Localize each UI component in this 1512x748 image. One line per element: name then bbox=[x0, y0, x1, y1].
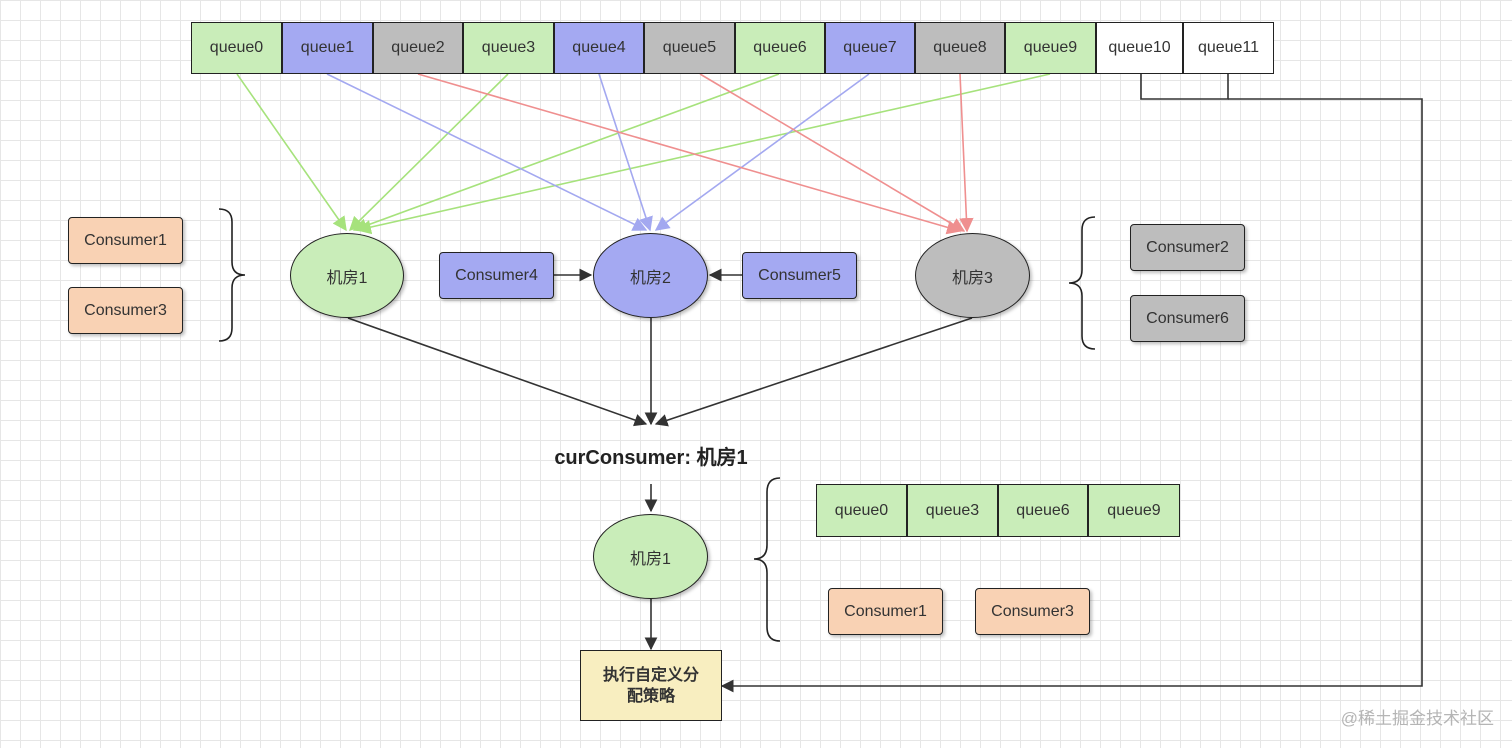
arrow-queue7-room2 bbox=[654, 73, 870, 231]
braces bbox=[218, 208, 1096, 642]
selected-room-node: 机房1 bbox=[593, 514, 708, 599]
selected-queue-1: queue3 bbox=[907, 484, 998, 537]
queue-cell-6: queue6 bbox=[735, 22, 825, 74]
consumer1-box: Consumer1 bbox=[68, 217, 183, 264]
brace-allocation bbox=[753, 477, 781, 642]
selected-queue-2: queue6 bbox=[998, 484, 1088, 537]
flow-arrows bbox=[347, 268, 973, 651]
arrow-queue9-room1 bbox=[356, 73, 1051, 235]
queue-cell-5: queue5 bbox=[644, 22, 735, 74]
room1-node: 机房1 bbox=[290, 233, 404, 318]
unassigned-queues-connector bbox=[720, 74, 1423, 693]
arrow-queue8-room3 bbox=[959, 73, 974, 233]
consumer3-box: Consumer3 bbox=[68, 287, 183, 334]
queue-cell-3: queue3 bbox=[463, 22, 554, 74]
watermark: @稀土掘金技术社区 bbox=[1340, 709, 1494, 728]
room3-node: 机房3 bbox=[915, 233, 1030, 318]
arrow-queue3-room1 bbox=[348, 73, 509, 232]
queue-cell-11: queue11 bbox=[1183, 22, 1274, 74]
green-queue-arrows bbox=[236, 73, 1051, 235]
custom-strategy-box: 执行自定义分 配策略 bbox=[580, 650, 722, 721]
queue-cell-1: queue1 bbox=[282, 22, 373, 74]
blue-queue-arrows bbox=[326, 73, 870, 232]
arrow-room3-cur bbox=[654, 317, 973, 427]
consumer6-box: Consumer6 bbox=[1130, 295, 1245, 342]
queue-cell-2: queue2 bbox=[373, 22, 463, 74]
consumer4-box: Consumer4 bbox=[439, 252, 554, 299]
queue-cell-8: queue8 bbox=[915, 22, 1005, 74]
queue-cell-4: queue4 bbox=[554, 22, 644, 74]
consumer2-box: Consumer2 bbox=[1130, 224, 1245, 271]
queue-cell-9: queue9 bbox=[1005, 22, 1096, 74]
arrow-room1-cur bbox=[347, 317, 648, 427]
room2-node: 机房2 bbox=[593, 233, 708, 318]
arrow-queue6-room1 bbox=[352, 73, 780, 233]
arrow-queue4-room2 bbox=[598, 73, 653, 232]
arrow-queue1-room2 bbox=[326, 73, 648, 231]
arrow-queue5-room3 bbox=[699, 73, 966, 232]
arrow-queue2-room3 bbox=[417, 73, 962, 235]
queue-cell-7: queue7 bbox=[825, 22, 915, 74]
current-consumer-label: curConsumer: 机房1 bbox=[554, 447, 748, 469]
arrow-queue0-room1 bbox=[236, 73, 347, 232]
brace-room1-consumers bbox=[218, 208, 246, 342]
selected-consumer-0: Consumer1 bbox=[828, 588, 943, 635]
consumer5-box: Consumer5 bbox=[742, 252, 857, 299]
gray-queue-arrows bbox=[417, 73, 974, 235]
selected-consumer-1: Consumer3 bbox=[975, 588, 1090, 635]
queue-cell-0: queue0 bbox=[191, 22, 282, 74]
queue-cell-10: queue10 bbox=[1096, 22, 1183, 74]
brace-room3-consumers bbox=[1068, 216, 1096, 350]
selected-queue-3: queue9 bbox=[1088, 484, 1180, 537]
selected-queue-0: queue0 bbox=[816, 484, 907, 537]
